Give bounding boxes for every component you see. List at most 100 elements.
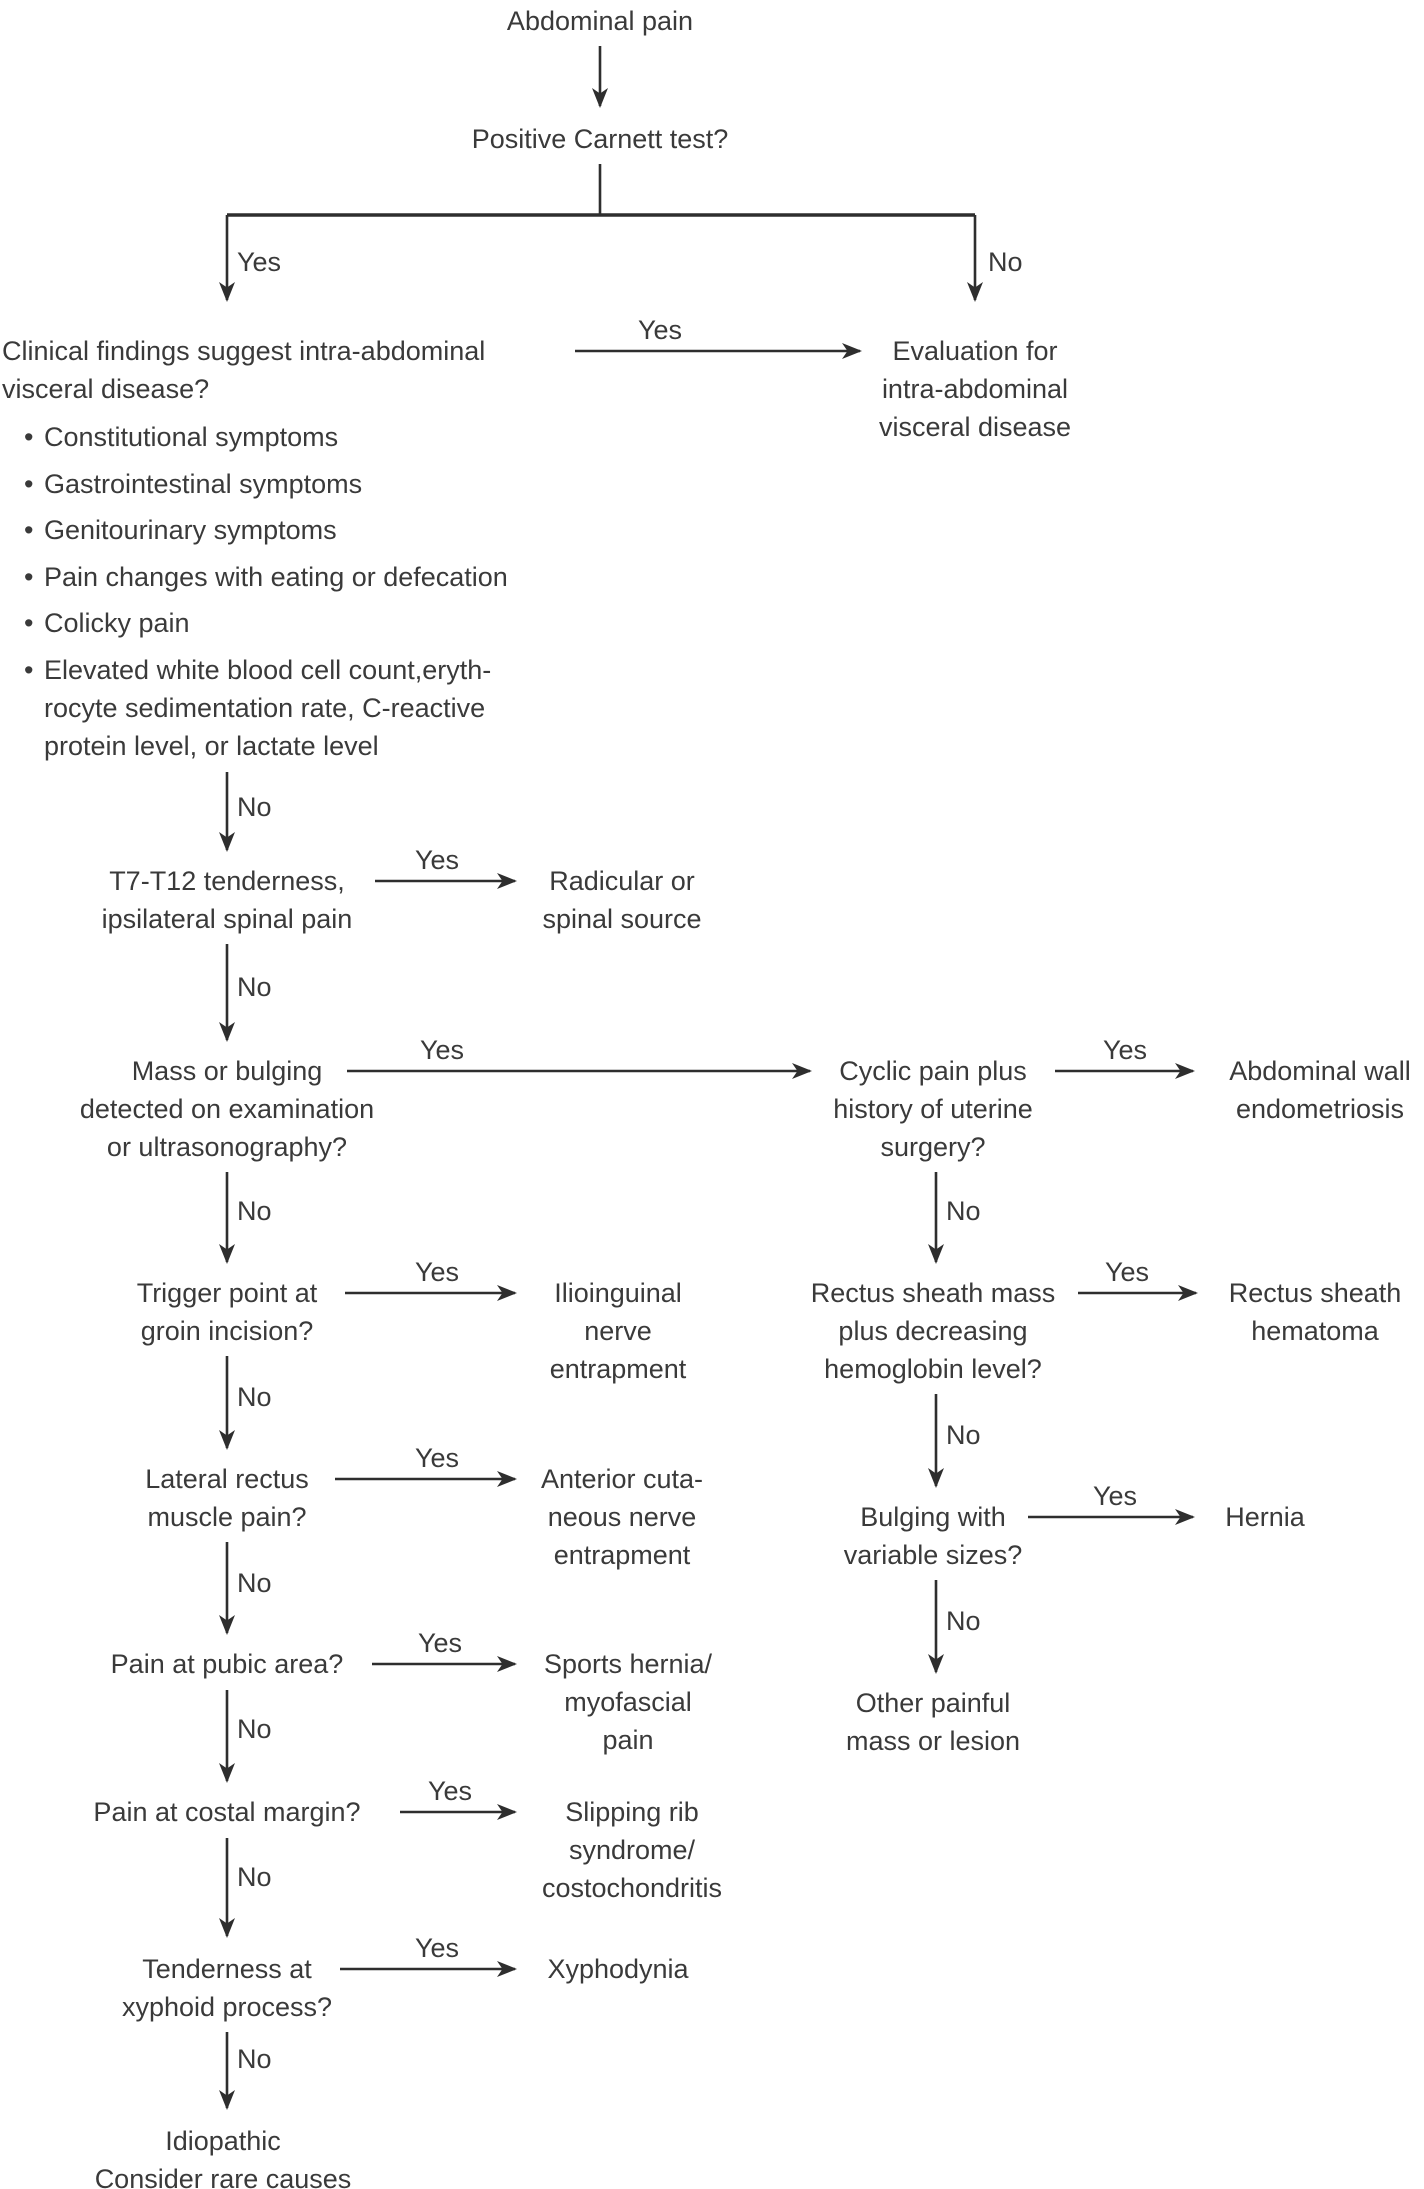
bullet-icon: • <box>24 561 34 592</box>
edge-label-no: No <box>237 1196 272 1226</box>
node-text-line: intra-abdominal <box>881 374 1069 404</box>
edge-label-no: No <box>237 792 272 822</box>
node-text-line: xyphoid process? <box>121 1992 333 2022</box>
node-text-line: visceral disease <box>878 412 1072 442</box>
node-text-line: hemoglobin level? <box>824 1354 1042 1384</box>
edge-label-no: No <box>237 2044 272 2074</box>
node-text-line: Elevated white blood cell count,eryth- <box>44 654 492 685</box>
node-question-clinical-findings: Clinical findings suggest intra-abdomina… <box>2 332 508 773</box>
node-outcome-rectus-sheath-hematoma: Rectus sheath hematoma <box>1229 1274 1402 1350</box>
edge-label-no: No <box>237 1568 272 1598</box>
node-text-line: Abdominal wall <box>1229 1056 1411 1086</box>
node-text-line: Rectus sheath mass <box>810 1278 1056 1308</box>
node-text-line: Gastrointestinal symptoms <box>44 468 363 499</box>
node-text-line: nerve <box>584 1316 652 1346</box>
node-outcome-ilioinguinal-entrapment: Ilioinguinal nerve entrapment <box>550 1274 687 1388</box>
node-text-line: T7-T12 tenderness, <box>109 866 345 896</box>
edge-label-yes: Yes <box>1105 1257 1150 1287</box>
node-text-line: Pain at costal margin? <box>93 1797 361 1827</box>
edge-label-no: No <box>946 1196 981 1226</box>
node-text-line: myofascial <box>564 1687 692 1717</box>
edge-label-yes: Yes <box>415 1933 460 1963</box>
bullet-icon: • <box>24 422 34 452</box>
edge-label-no: No <box>237 1382 272 1412</box>
node-question-pain-pubic-area: Pain at pubic area? <box>111 1645 344 1683</box>
node-text-line: syndrome/ <box>568 1835 696 1865</box>
node-outcome-anterior-cutaneous-entrapment: Anterior cuta- neous nerve entrapment <box>541 1460 703 1574</box>
edge-label-no: No <box>988 247 1023 277</box>
node-outcome-hernia: Hernia <box>1225 1498 1305 1536</box>
node-text-line: groin incision? <box>140 1316 314 1346</box>
node-text-line: Trigger point at <box>136 1278 318 1308</box>
node-question-trigger-point-groin: Trigger point at groin incision? <box>137 1274 318 1350</box>
node-text-line: Hernia <box>1225 1502 1305 1532</box>
node-question-mass-or-bulging: Mass or bulging detected on examination … <box>80 1052 374 1166</box>
node-text-line: Xyphodynia <box>547 1954 689 1984</box>
node-text-line: Pain changes with eating or defecation <box>44 561 508 592</box>
node-question-pain-costal-margin: Pain at costal margin? <box>93 1793 360 1831</box>
node-text-line: Rectus sheath <box>1228 1278 1402 1308</box>
list-item: • Pain changes with eating or defecation <box>24 558 508 596</box>
node-text-line: costochondritis <box>541 1873 723 1903</box>
edge-label-yes: Yes <box>1103 1035 1148 1065</box>
edge-label-yes: Yes <box>415 845 460 875</box>
node-outcome-other-painful-mass: Other painful mass or lesion <box>846 1684 1020 1760</box>
bullet-icon: • <box>24 608 34 638</box>
edge-label-yes: Yes <box>237 247 282 277</box>
edge-label-yes: Yes <box>418 1628 463 1658</box>
node-text-line: Other painful <box>855 1688 1011 1718</box>
node-text-line: Anterior cuta- <box>540 1464 704 1494</box>
node-outcome-radicular-spinal: Radicular or spinal source <box>542 862 701 938</box>
node-text-line: Genitourinary symptoms <box>44 515 337 545</box>
edge-label-yes: Yes <box>415 1257 460 1287</box>
node-outcome-slipping-rib-costochondritis: Slipping rib syndrome/ costochondritis <box>542 1793 722 1907</box>
node-text-line: entrapment <box>553 1540 691 1570</box>
node-start-abdominal-pain: Abdominal pain <box>507 2 693 40</box>
node-text-line: Ilioinguinal <box>554 1278 682 1308</box>
node-text-line: or ultrasonography? <box>106 1132 348 1162</box>
node-question-tenderness-xyphoid: Tenderness at xyphoid process? <box>122 1950 332 2026</box>
node-text-line: Evaluation for <box>892 336 1058 366</box>
node-text-line: surgery? <box>880 1132 986 1162</box>
node-text-line: history of uterine <box>833 1094 1033 1124</box>
node-question-lateral-rectus-pain: Lateral rectus muscle pain? <box>145 1460 309 1536</box>
edge-label-no: No <box>237 1714 272 1744</box>
clinical-findings-bullet-list: • Constitutional symptoms • Gastrointest… <box>2 418 508 765</box>
node-text-line: Cyclic pain plus <box>839 1056 1027 1086</box>
node-text-line: Pain at pubic area? <box>110 1649 344 1679</box>
node-text-line: mass or lesion <box>845 1726 1021 1756</box>
edge-label-yes: Yes <box>415 1443 460 1473</box>
node-text-line: protein level, or lactate level <box>44 730 379 761</box>
node-text-line: Bulging with <box>860 1502 1006 1532</box>
node-text-line: ipsilateral spinal pain <box>101 904 353 934</box>
node-text-line: endometriosis <box>1235 1094 1405 1124</box>
node-outcome-sports-hernia-myofascial: Sports hernia/ myofascial pain <box>544 1645 712 1759</box>
node-question-carnett-test: Positive Carnett test? <box>472 120 729 158</box>
node-outcome-idiopathic-rare-causes: Idiopathic Consider rare causes <box>95 2122 352 2189</box>
node-text-line: Radicular or <box>549 866 695 896</box>
node-text-line: pain <box>602 1725 654 1755</box>
node-outcome-abdominal-wall-endometriosis: Abdominal wall endometriosis <box>1229 1052 1411 1128</box>
node-text-line: rocyte sedimentation rate, C-reactive <box>44 692 486 723</box>
edge-label-no: No <box>237 972 272 1002</box>
node-text-line: hematoma <box>1251 1316 1379 1346</box>
edge-label-no: No <box>237 1862 272 1892</box>
node-question-t7-t12-tenderness: T7-T12 tenderness, ipsilateral spinal pa… <box>102 862 353 938</box>
node-text-line: neous nerve <box>547 1502 697 1532</box>
bullet-icon: • <box>24 468 34 499</box>
node-outcome-xyphodynia: Xyphodynia <box>547 1950 688 1988</box>
node-text-line: detected on examination <box>79 1094 375 1124</box>
node-text-line: entrapment <box>549 1354 687 1384</box>
node-text-line: visceral disease? <box>2 374 210 404</box>
list-item: • Genitourinary symptoms <box>24 511 508 549</box>
node-text-line: Positive Carnett test? <box>471 124 729 154</box>
node-text-line: Lateral rectus <box>145 1464 309 1494</box>
node-text-line: Constitutional symptoms <box>44 422 339 452</box>
node-question-rectus-sheath-mass: Rectus sheath mass plus decreasing hemog… <box>811 1274 1056 1388</box>
list-item: • Elevated white blood cell count,eryth-… <box>24 651 508 765</box>
edge-label-no: No <box>946 1606 981 1636</box>
node-text-line: variable sizes? <box>843 1540 1023 1570</box>
node-question-cyclic-pain-uterine-surgery: Cyclic pain plus history of uterine surg… <box>833 1052 1033 1166</box>
list-item: • Constitutional symptoms <box>24 418 508 456</box>
